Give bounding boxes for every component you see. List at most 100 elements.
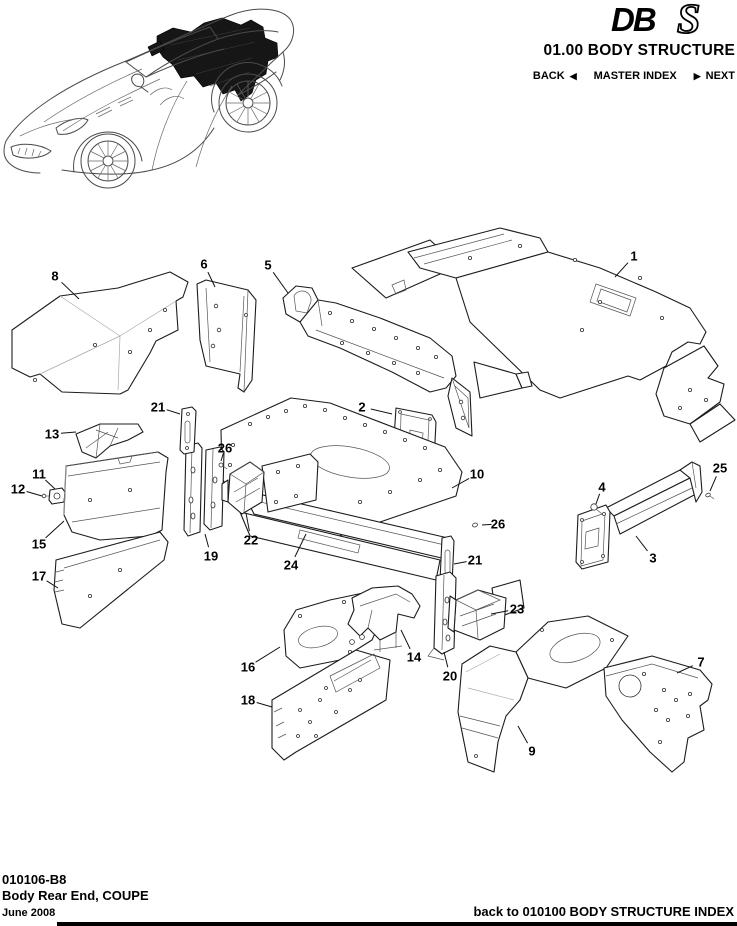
callout-18: 18 <box>241 693 255 708</box>
part-26-left-bolt-shape <box>218 462 228 470</box>
callout-14: 14 <box>407 650 422 665</box>
callout-13: 13 <box>45 427 59 442</box>
part-22-shape <box>221 461 265 515</box>
callout-leader-2 <box>370 408 393 415</box>
part-13-shape <box>75 423 144 459</box>
callout-11: 11 <box>32 467 46 482</box>
back-arrow-icon[interactable]: ◀ <box>569 70 577 81</box>
header-nav: BACK ◀ MASTER INDEX ▶ NEXT <box>533 70 735 82</box>
callout-leader-24 <box>294 533 307 558</box>
callout-leader-19 <box>204 533 210 548</box>
callout-26: 26 <box>491 517 505 532</box>
doc-date: June 2008 <box>2 907 56 919</box>
part-4-bolt-shape <box>590 503 603 515</box>
part-23-shape <box>447 579 525 641</box>
part-5-shape <box>282 285 457 393</box>
next-arrow-icon[interactable]: ▶ <box>693 70 701 81</box>
part-19-shape <box>183 442 225 537</box>
callout-leader-1 <box>614 262 629 278</box>
part-14-shape <box>347 585 421 652</box>
rear-wheel <box>211 62 283 133</box>
section-title: 01.00 BODY STRUCTURE <box>543 42 735 59</box>
callout-leader-22 <box>245 512 250 532</box>
callout-19: 19 <box>204 549 218 564</box>
callout-24: 24 <box>284 558 299 573</box>
part-6-shape <box>196 279 257 393</box>
part-3-shape <box>575 461 703 570</box>
logo-db-text: DB <box>611 2 656 38</box>
part-15-shape <box>63 451 169 541</box>
part-25-pin-shape <box>705 492 715 500</box>
part-26-right-bolt-shape <box>472 522 478 528</box>
callout-leader-12 <box>26 491 43 497</box>
callout-leader-26 <box>481 523 492 526</box>
part-9-shape <box>457 615 629 773</box>
callout-6: 6 <box>200 257 207 272</box>
callout-leader-17 <box>46 580 59 589</box>
dbs-logo: DB S <box>533 2 735 38</box>
body-structure-index-link[interactable]: back to 010100 BODY STRUCTURE INDEX <box>473 904 734 919</box>
callout-16: 16 <box>241 660 255 675</box>
page-header: DB S 01.00 BODY STRUCTURE BACK ◀ MASTER … <box>533 2 735 82</box>
front-wheel <box>73 131 143 189</box>
callout-labels: 1234567891011121314151617181920212122232… <box>11 249 727 759</box>
callout-26: 26 <box>218 441 232 456</box>
part-1-shape <box>351 227 736 443</box>
callout-leader-7 <box>676 665 694 674</box>
callout-25: 25 <box>713 461 727 476</box>
callout-12: 12 <box>11 482 25 497</box>
callout-leader-25 <box>709 476 717 492</box>
next-link[interactable]: NEXT <box>705 70 735 82</box>
back-link[interactable]: BACK <box>532 70 565 82</box>
logo-s-text: S <box>677 2 700 38</box>
bracket-plate-shape <box>261 453 319 513</box>
callout-10: 10 <box>470 467 484 482</box>
callout-8: 8 <box>51 269 58 284</box>
part-17-shape <box>53 531 169 629</box>
callout-leader-20 <box>443 651 449 668</box>
footer-bar <box>57 922 737 926</box>
callout-3: 3 <box>649 551 656 566</box>
part-21-left-shape <box>179 406 197 455</box>
callout-15: 15 <box>32 537 46 552</box>
callout-21: 21 <box>151 400 165 415</box>
callout-leader-18 <box>256 702 273 708</box>
callout-leader-15 <box>45 520 65 539</box>
callout-23: 23 <box>510 602 524 617</box>
doc-title: Body Rear End, COUPE <box>2 888 149 903</box>
callout-7: 7 <box>697 655 704 670</box>
callout-leader-10 <box>451 477 470 489</box>
doc-number: 010106-B8 <box>2 872 67 887</box>
callout-leader-3 <box>635 535 648 552</box>
callout-2: 2 <box>358 400 365 415</box>
callout-5: 5 <box>264 258 271 273</box>
callout-21: 21 <box>468 553 482 568</box>
part-18-shape <box>271 649 391 761</box>
callout-leader-21 <box>453 561 467 565</box>
callout-9: 9 <box>528 744 535 759</box>
callout-leader-21 <box>166 409 181 415</box>
car-inset-illustration <box>3 8 295 189</box>
callout-leader-6 <box>207 271 216 288</box>
callout-leader-9 <box>517 725 529 744</box>
callout-leader-23 <box>490 610 509 615</box>
callout-22: 22 <box>244 533 258 548</box>
callout-1: 1 <box>630 249 637 264</box>
callout-leader-4 <box>595 493 601 505</box>
callout-17: 17 <box>32 569 46 584</box>
callout-leader-5 <box>272 272 289 294</box>
master-index-link[interactable]: MASTER INDEX <box>593 70 677 82</box>
callout-leader-13 <box>60 431 77 434</box>
callout-leader-16 <box>255 646 281 663</box>
callout-20: 20 <box>443 669 457 684</box>
callout-leader-26 <box>220 453 224 462</box>
part-7-shape <box>603 655 713 773</box>
part-8-shape <box>11 271 189 395</box>
part-20-shape <box>427 571 457 661</box>
parts-lineart <box>11 227 736 773</box>
callout-leader-11 <box>45 479 56 490</box>
callout-leader-14 <box>400 629 411 650</box>
callout-leader-8 <box>61 281 80 300</box>
